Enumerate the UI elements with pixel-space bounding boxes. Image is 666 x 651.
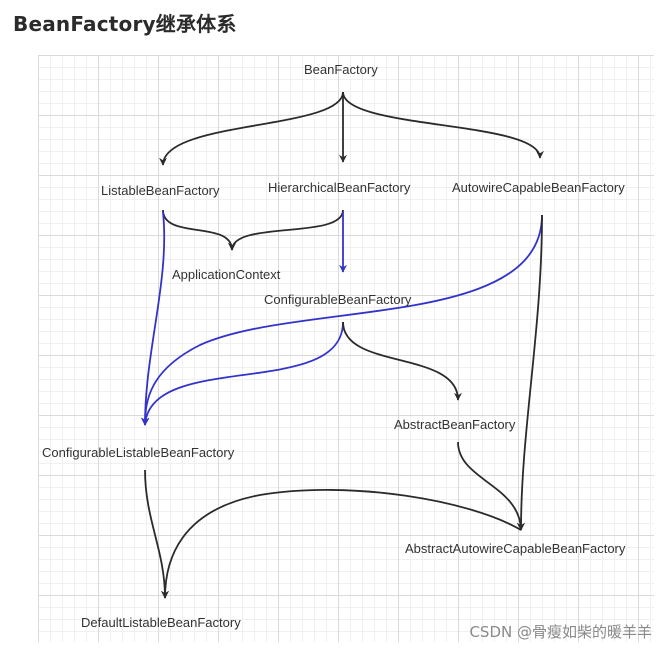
- edge-configurable-configurablelistable: [141, 321, 344, 426]
- edge-beanfactory-listable: [159, 91, 344, 166]
- edge-autowire-configurablelistable: [141, 214, 543, 426]
- edge-abstract-abstractautowire: [457, 441, 525, 531]
- edge-abstractautowire-default: [161, 488, 522, 599]
- node-abstract-autowire-capable-bean-factory: AbstractAutowireCapableBeanFactory: [405, 541, 626, 556]
- node-configurable-listable-bean-factory: ConfigurableListableBeanFactory: [42, 445, 235, 460]
- edge-listable-applicationcontext: [162, 209, 236, 251]
- diagram-canvas: [38, 55, 654, 642]
- node-configurable-bean-factory: ConfigurableBeanFactory: [264, 292, 412, 307]
- node-default-listable-bean-factory: DefaultListableBeanFactory: [81, 615, 241, 630]
- watermark: CSDN @骨瘦如柴的暖羊羊: [469, 623, 652, 641]
- edge-autowire-abstractautowire: [517, 214, 543, 531]
- edge-listable-configurablelistable: [141, 211, 166, 426]
- node-application-context: ApplicationContext: [172, 267, 281, 282]
- edge-configurable-abstract: [342, 321, 462, 401]
- page-title: BeanFactory继承体系: [13, 12, 237, 36]
- node-abstract-bean-factory: AbstractBeanFactory: [394, 417, 516, 432]
- node-hierarchical-bean-factory: HierarchicalBeanFactory: [268, 180, 411, 195]
- node-bean-factory: BeanFactory: [304, 62, 378, 77]
- edge-beanfactory-autowire: [342, 91, 544, 159]
- node-listable-bean-factory: ListableBeanFactory: [101, 183, 220, 198]
- edge-configurablelistable-default: [144, 469, 169, 599]
- node-autowire-capable-bean-factory: AutowireCapableBeanFactory: [452, 180, 625, 195]
- edge-hierarchical-applicationcontext: [228, 209, 344, 251]
